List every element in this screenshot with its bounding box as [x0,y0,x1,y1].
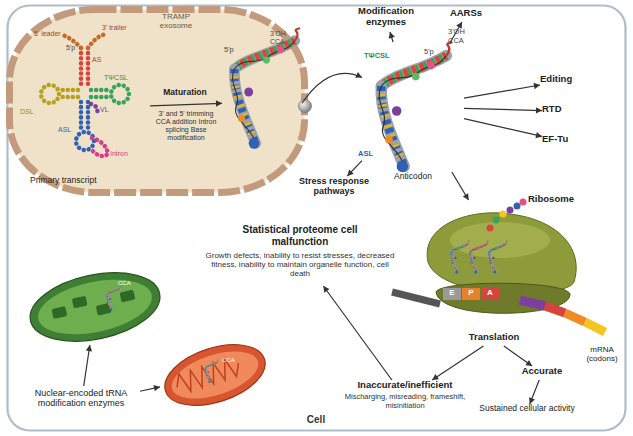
node-text: TΨCSL [364,52,396,61]
node-text: Modification enzymes [350,6,422,28]
node-text: EF-Tu [542,134,582,145]
ribosome-illustration-part [487,225,494,232]
node-text: RTD [542,104,574,115]
node-subtext: 3'OH CCA [448,28,476,45]
node-text: TRAMP exosome [150,12,202,30]
ribosome-illustration-part [443,288,461,300]
part-label: DSL [20,108,42,116]
node-text: CCA [222,357,244,364]
ribosome-illustration-part [450,222,550,258]
part-label: mRNA (codons) [580,345,624,363]
node-subtext: A [484,288,496,297]
part-label: 3' and 5' trimming CCA addition Intron s… [151,110,221,142]
ribosome-illustration-part [481,288,499,300]
ribosome-illustration-part [507,207,514,214]
cell-membrane [8,6,626,431]
ribosome-illustration-part [462,288,480,300]
node-text: Translation [462,332,526,343]
part-label: VL [100,106,114,114]
chloroplast-part [107,286,121,311]
nuclear-pore-part [299,100,312,113]
node-text: Cell [296,414,336,426]
node-subtext: E [446,288,458,297]
chloroplast-part-part [51,306,67,319]
node-text: Accurate [516,366,568,377]
ribosome-illustration-part [500,211,507,218]
node-text: AARSs [446,8,486,19]
node-subtext: Anticodon [380,172,446,182]
node-text: Stress response pathways [296,176,372,197]
node-subtext: ASL [358,150,380,159]
node-text: Nuclear-encoded tRNA modification enzyme… [22,388,140,409]
ribosome-illustration-part [520,300,545,306]
ribosome-illustration-part [520,199,527,206]
ribosome-illustration-part [451,240,470,273]
chloroplast-part-part [120,290,136,303]
ribosome-illustration-part [493,217,500,224]
part-label: TΨCSL [104,74,134,82]
ribosome-illustration-part [489,240,508,273]
node-text: Ribosome [528,194,584,205]
node-text: Sustained cellular activity [462,404,592,414]
part-label: 3' trailer [102,24,140,32]
nuclear-envelope [10,10,305,193]
node-text: Inaccurate/inefficient [330,380,480,391]
node-subtext: P [465,288,477,297]
node-subtext: 5'p [424,48,444,57]
node-subtext: Growth defects, inability to resist stre… [205,251,395,279]
node-text: Editing [540,74,586,85]
node-subtext: Mischarging, misreading, frameshift, mis… [330,393,480,410]
part-label: 5' leader [34,30,66,38]
node-subtext: 3'OH CCA [270,30,298,46]
part-label: AS [92,56,106,64]
ribosome-illustration-part [470,240,489,273]
part-label: Intron [110,150,140,158]
part-label: ASL [58,126,78,134]
nuclear-pore [299,100,312,113]
node-text: Statistical proteome cell malfunction [235,224,365,247]
chloroplast-part-part [72,296,88,309]
part-label: 5'p [66,44,82,52]
cell-boundary: Cell TRAMP exosomePrimary transcript 5'p 3'… [6,4,627,432]
ribosome-illustration-part [514,203,521,210]
mitochondrion-part [205,360,218,383]
edge-label: Maturation [152,88,218,98]
node-text: Primary transcript [30,176,130,186]
node-text: 5'p [224,46,244,55]
node-text: CCA [118,280,140,287]
